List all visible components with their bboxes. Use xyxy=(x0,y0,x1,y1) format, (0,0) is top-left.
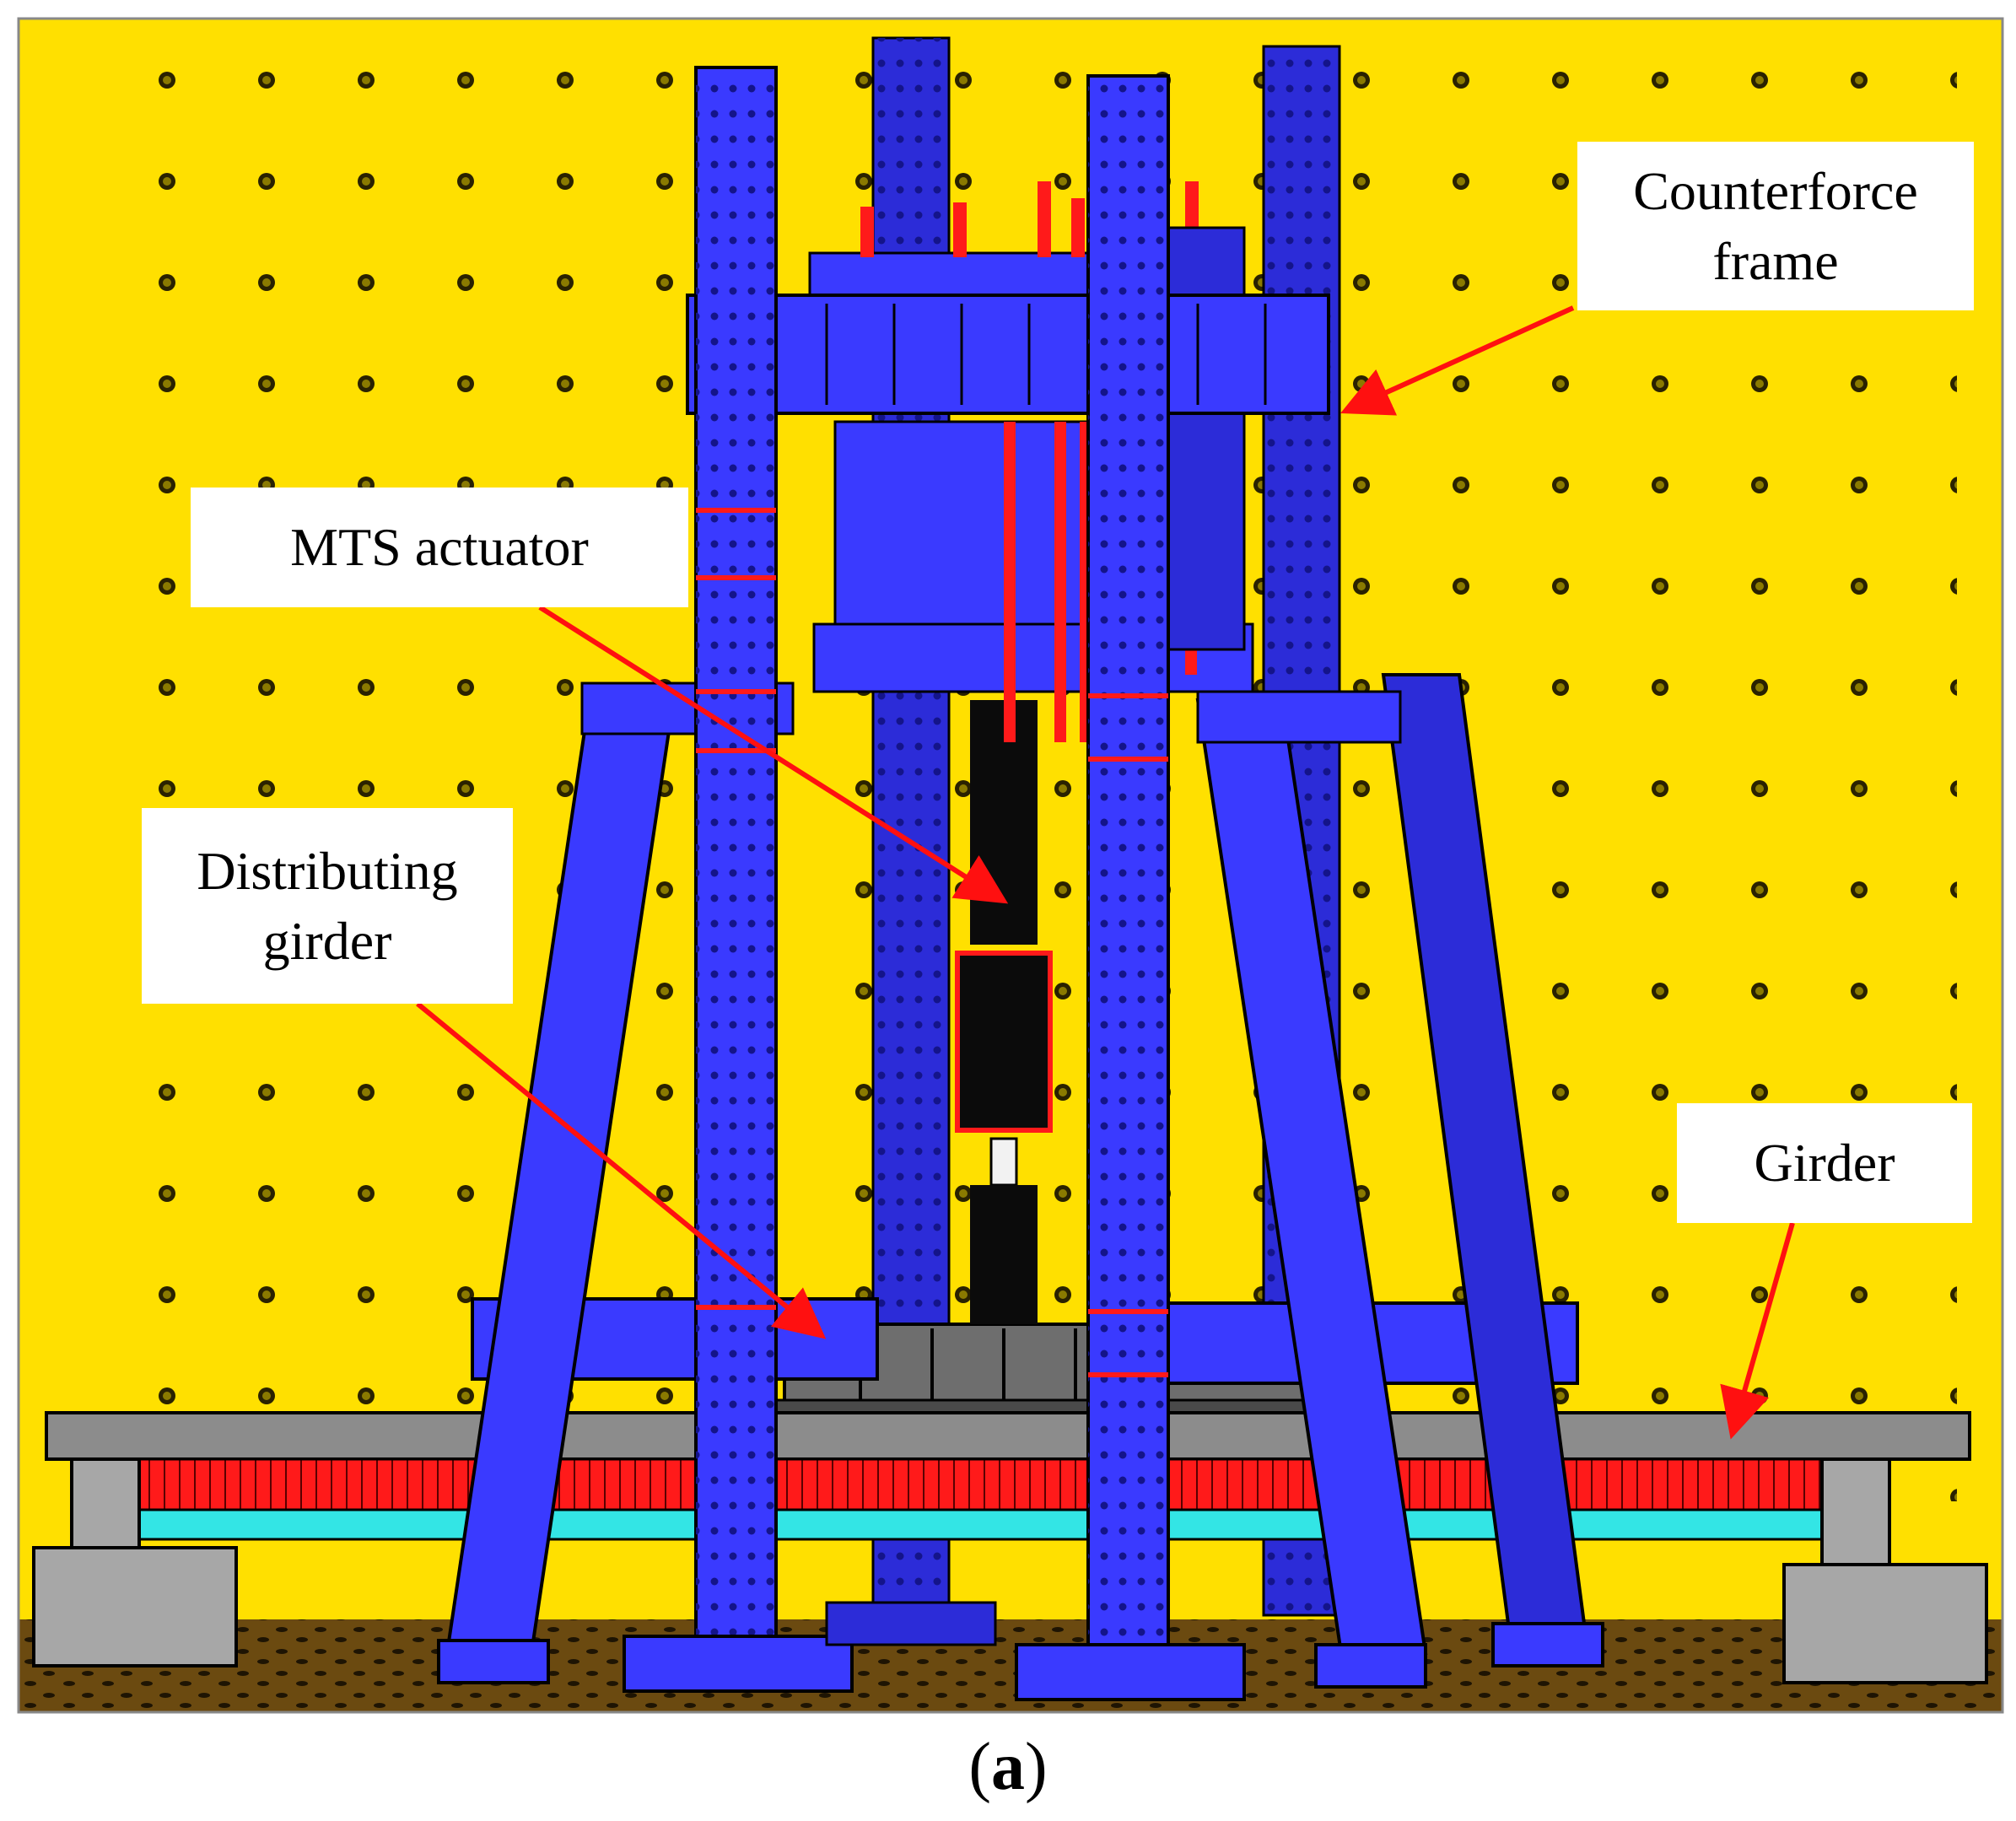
label-girder: Girder xyxy=(1677,1103,1972,1223)
column-bases xyxy=(437,1601,1604,1701)
label-counterforce-frame-line2: frame xyxy=(1712,231,1839,291)
label-counterforce-frame-line1: Counterforce xyxy=(1633,160,1918,221)
arrow-mts-actuator xyxy=(538,605,1009,904)
upper-cross-beam xyxy=(686,294,1330,415)
diagonal-braces xyxy=(445,673,1588,1655)
arrow-distributing-girder xyxy=(416,1001,827,1339)
mts-actuator xyxy=(955,700,1053,1324)
red-bands xyxy=(696,508,1168,1377)
label-distributing-girder: Distributing girder xyxy=(142,808,513,1004)
label-distributing-girder-line2: girder xyxy=(262,911,392,971)
frame-border xyxy=(17,17,2004,1714)
figure-caption: (a) xyxy=(0,1729,2016,1806)
label-mts-actuator-text: MTS actuator xyxy=(290,517,589,578)
caption-letter: a xyxy=(991,1730,1025,1804)
annotation-arrows xyxy=(416,305,1795,1440)
ground-texture xyxy=(19,1619,2003,1712)
label-counterforce-frame: Counterforce frame xyxy=(1577,142,1974,310)
label-distributing-girder-line1: Distributing xyxy=(197,840,458,901)
top-loading-assembly xyxy=(808,181,1254,742)
arrow-girder xyxy=(1720,1222,1795,1440)
girder xyxy=(45,1411,1971,1541)
caption-open: ( xyxy=(968,1730,991,1804)
label-girder-text: Girder xyxy=(1754,1133,1895,1193)
label-mts-actuator: MTS actuator xyxy=(191,488,688,607)
front-columns xyxy=(694,66,1170,1646)
arrow-counterforce-frame xyxy=(1340,305,1575,416)
girder-supports xyxy=(32,1457,1988,1684)
caption-close: ) xyxy=(1025,1730,1048,1804)
